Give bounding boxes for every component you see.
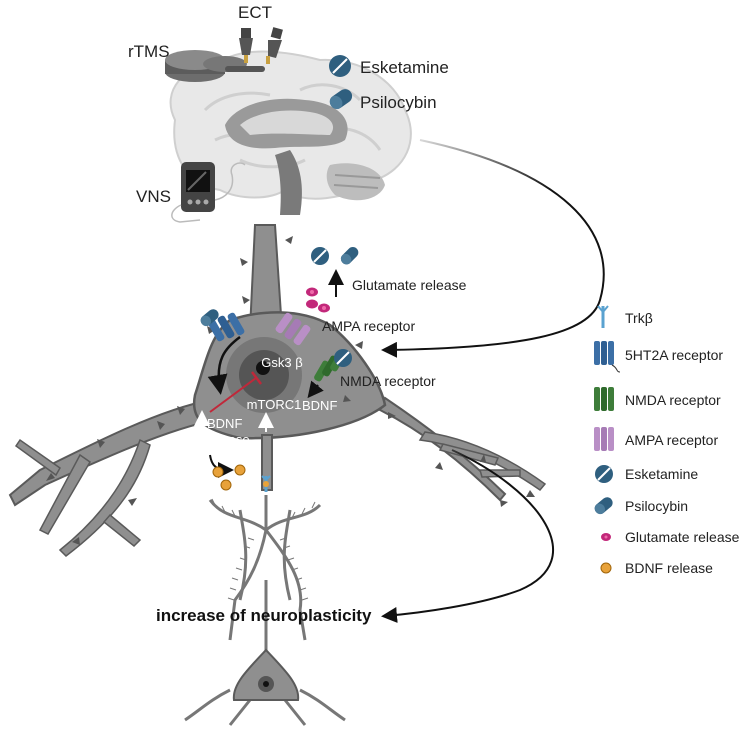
neuroplasticity-label: increase of neuroplasticity <box>156 606 372 625</box>
vns-device-icon <box>171 162 246 223</box>
gsk3b-inhibition-bar <box>251 371 262 385</box>
therapy-to-neuron-arrow <box>381 139 605 358</box>
psilocybin-label: Psilocybin <box>360 93 437 112</box>
esketamine-label: Esketamine <box>360 58 449 77</box>
legend-item-nmda: NMDA receptor <box>625 392 721 408</box>
lower-neuron <box>184 495 346 726</box>
pyramidal-neuron <box>8 224 547 557</box>
psilocybin-capsule-icon <box>200 309 219 327</box>
bdnf-label: BDNF <box>302 398 337 413</box>
nmda-receptor-label: NMDA receptor <box>340 373 436 389</box>
5ht2a-receptor-icon <box>207 312 245 342</box>
lower-neuron-soma <box>232 648 300 701</box>
esketamine-pill-icon <box>311 247 329 265</box>
glutamate-vesicles <box>306 287 330 313</box>
5ht2a-legend-icon <box>594 341 621 373</box>
bdnf-release-label-2: release <box>207 432 250 447</box>
ect-electrodes-icon <box>239 27 283 64</box>
legend-item-psilocybin: Psilocybin <box>625 498 688 514</box>
nmda-legend-icon <box>594 387 614 411</box>
lower-neuron-spines <box>211 498 316 601</box>
legend: Trkβ 5HT2A receptor NMDA receptor AMPA r… <box>594 305 740 576</box>
ect-label: ECT <box>238 3 272 22</box>
legend-item-bdnf: BDNF release <box>625 560 713 576</box>
gsk3b-inhibition-line <box>209 377 257 413</box>
nmda-to-bdnf-arrow <box>307 380 324 399</box>
trkb-receptor-icon <box>261 475 271 492</box>
glutamate-legend-icon <box>601 533 611 541</box>
psilocybin-capsule-icon <box>340 246 359 265</box>
bdnf-release-label-1: BDNF <box>207 416 242 431</box>
glutamate-release-label: Glutamate release <box>352 277 467 293</box>
mtorc1-label: mTORC1 <box>247 397 302 412</box>
rtms-device-icon <box>165 50 265 82</box>
bdnf-legend-icon <box>600 562 612 574</box>
psilocybin-capsule-icon <box>329 89 353 110</box>
legend-item-glutamate: Glutamate release <box>625 529 740 545</box>
gsk3b-label: Gsk3 β <box>261 355 302 370</box>
vns-label: VNS <box>136 187 171 206</box>
psilocybin-legend-icon <box>594 497 613 515</box>
esketamine-pill-icon <box>329 55 351 77</box>
trkb-legend-icon <box>597 305 609 328</box>
bdnf-vesicles <box>212 464 246 491</box>
esketamine-legend-icon <box>595 465 613 483</box>
esketamine-pill-icon <box>334 349 352 367</box>
ampa-legend-icon <box>594 427 614 451</box>
legend-item-esketamine: Esketamine <box>625 466 698 482</box>
legend-item-5ht2a: 5HT2A receptor <box>625 347 723 363</box>
legend-item-trkb: Trkβ <box>625 310 653 326</box>
receptor-signal-arrow <box>207 335 241 395</box>
ampa-receptor-icon <box>275 312 311 346</box>
dendritic-spines <box>46 236 535 545</box>
rtms-label: rTMS <box>128 42 170 61</box>
ampa-receptor-label: AMPA receptor <box>322 318 415 334</box>
legend-item-ampa: AMPA receptor <box>625 432 718 448</box>
brain-illustration <box>169 50 412 215</box>
neuron-to-neuroplasticity-arrow <box>381 449 554 623</box>
